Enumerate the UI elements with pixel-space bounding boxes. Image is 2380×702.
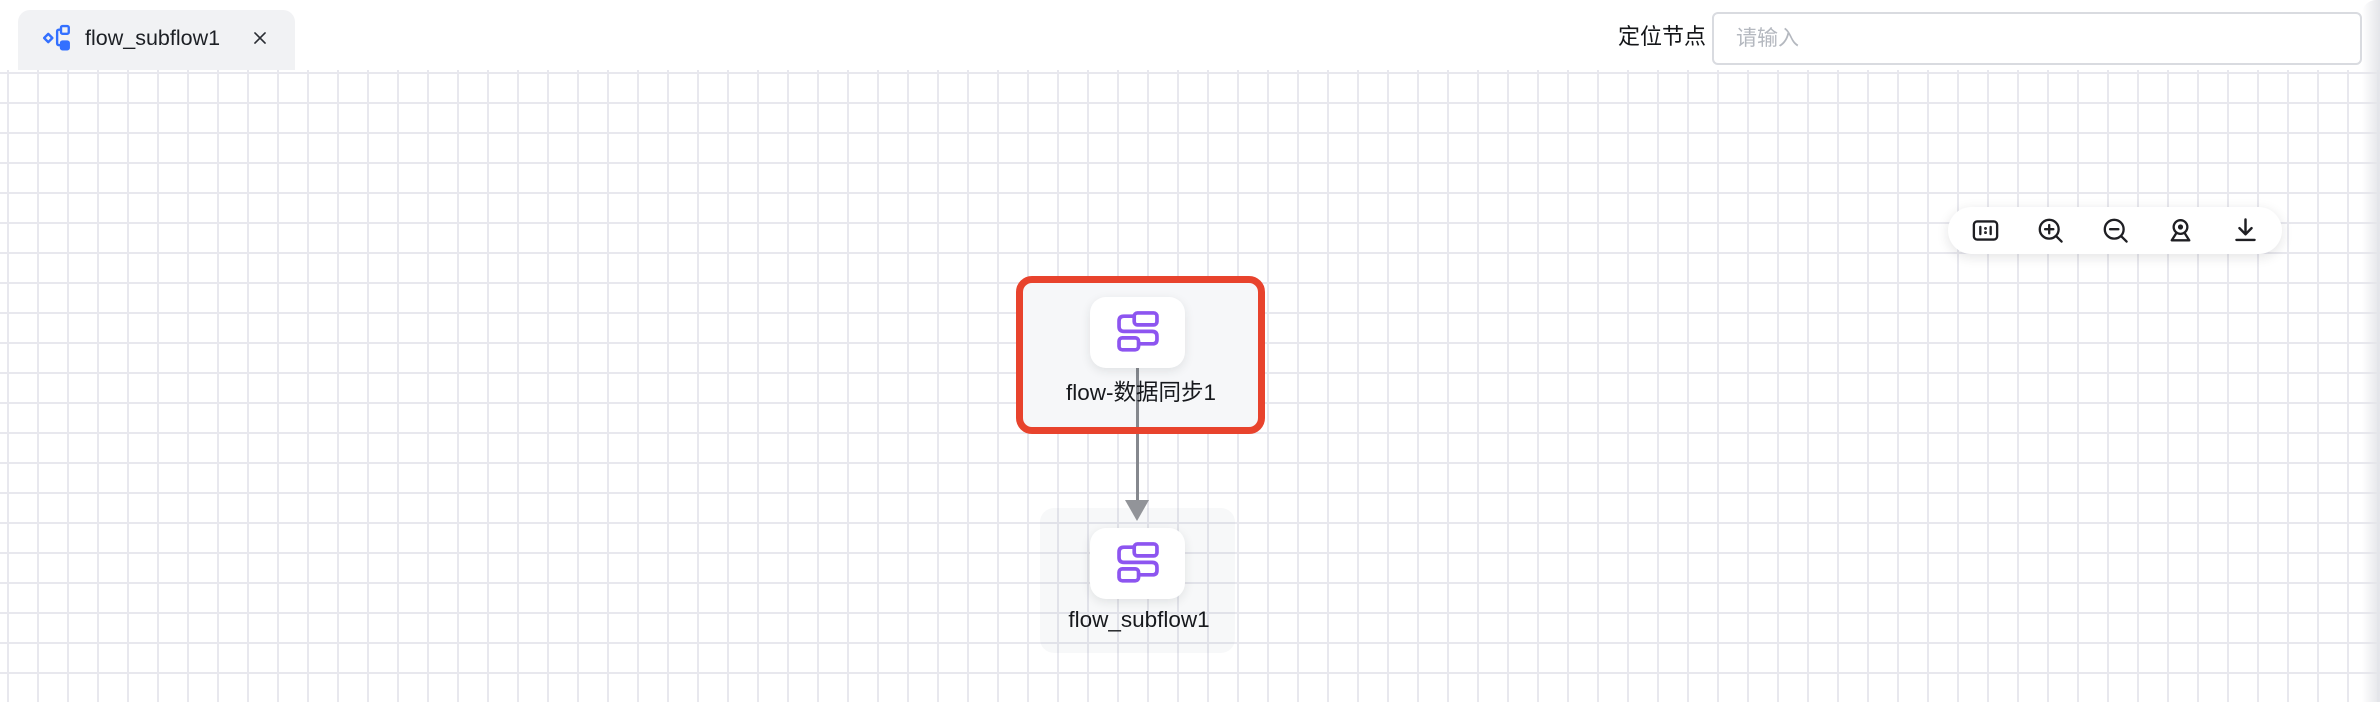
node-label-flow-data-sync: flow-数据同步1 — [1065, 380, 1217, 405]
flow-canvas[interactable]: flow-数据同步1 flow_subflow1 — [0, 70, 2380, 702]
download-icon[interactable] — [2228, 214, 2262, 248]
node-flow-data-sync[interactable] — [1090, 297, 1185, 368]
locate-node-input[interactable] — [1712, 12, 2362, 65]
edge-line — [1136, 367, 1139, 501]
subflow-icon — [1116, 310, 1159, 352]
zoom-out-icon[interactable] — [2098, 214, 2132, 248]
tab-close-icon[interactable] — [245, 23, 275, 53]
zoom-in-icon[interactable] — [2033, 214, 2067, 248]
locate-node-label: 定位节点 — [1618, 24, 1707, 49]
canvas-toolbar — [1948, 207, 2282, 254]
fit-ratio-1-1-icon[interactable] — [1968, 214, 2002, 248]
flow-icon — [42, 23, 72, 53]
locate-node-icon[interactable] — [2163, 214, 2197, 248]
right-scrollbar-track[interactable] — [2362, 0, 2380, 702]
edge-flow-connection[interactable] — [1125, 367, 1150, 523]
subflow-icon — [1116, 541, 1159, 583]
tab-title: flow_subflow1 — [85, 25, 221, 50]
header-bar: flow_subflow1 定位节点 — [0, 0, 2380, 70]
node-flow-subflow1[interactable] — [1090, 528, 1185, 599]
tab-flow-subflow1[interactable]: flow_subflow1 — [18, 10, 295, 70]
node-label-flow-subflow1: flow_subflow1 — [1068, 607, 1210, 632]
edge-arrowhead-icon — [1125, 500, 1149, 521]
